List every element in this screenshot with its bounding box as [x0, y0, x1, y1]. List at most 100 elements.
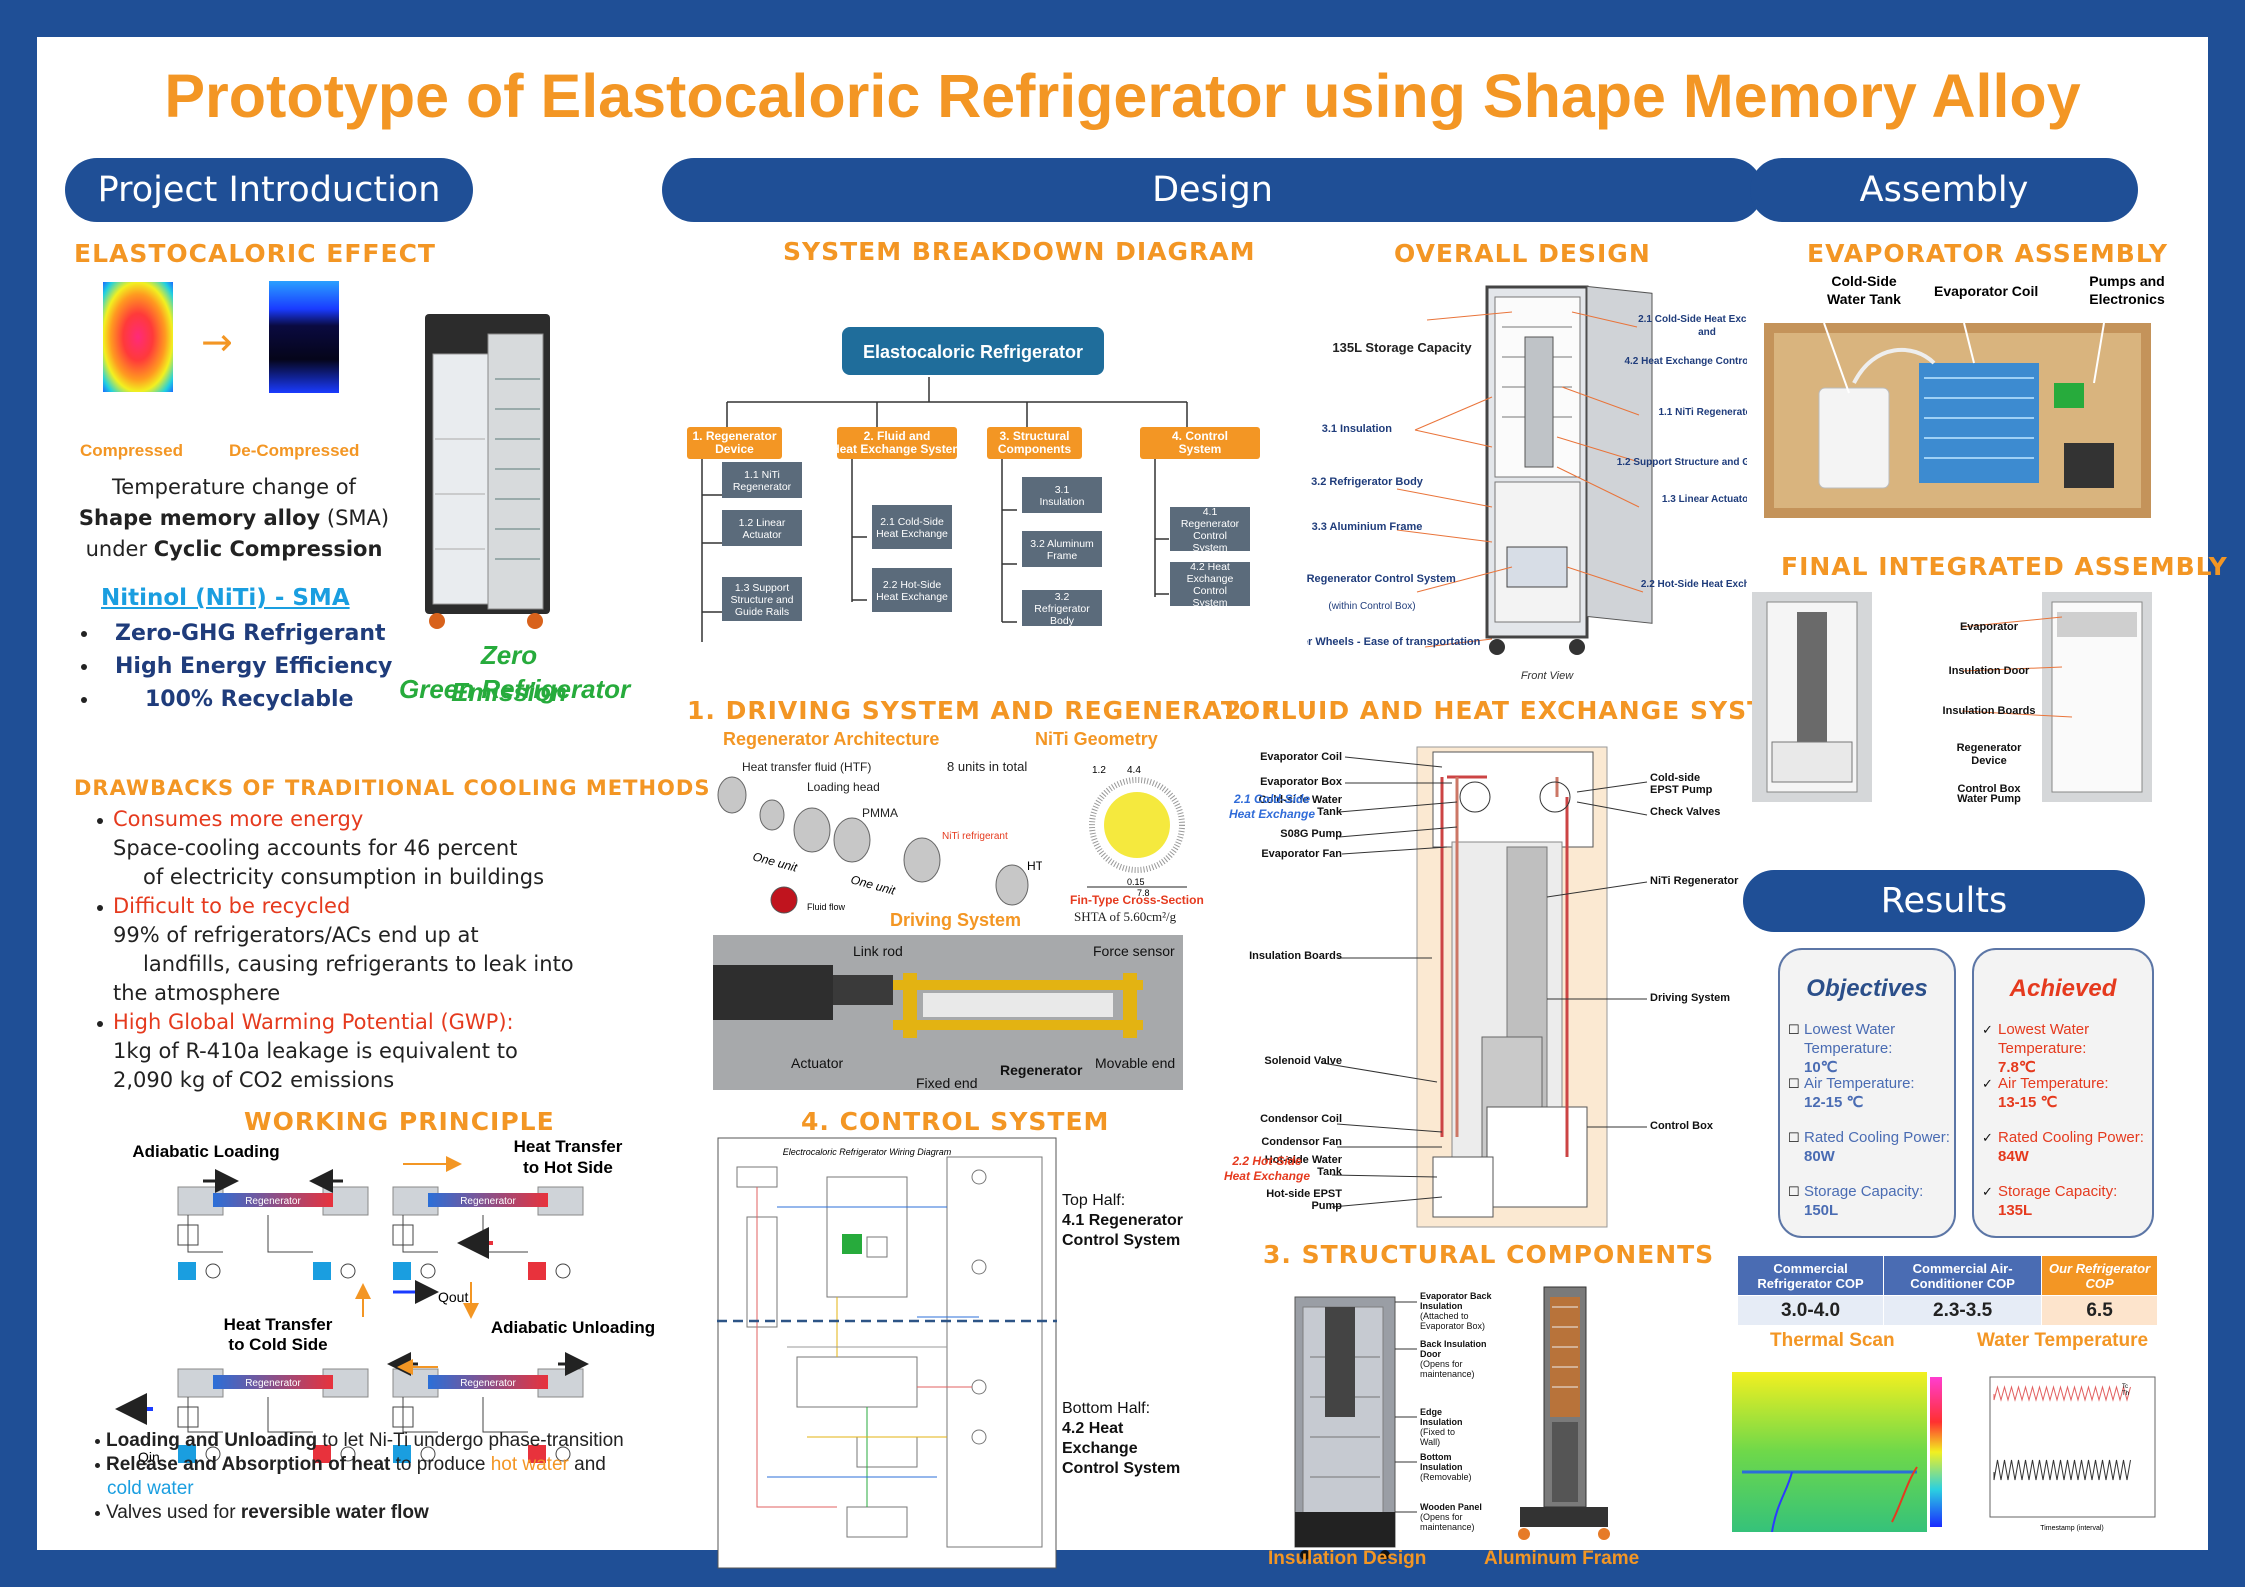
svg-text:Heat transfer fluid (HTF): Heat transfer fluid (HTF)	[742, 760, 871, 774]
svg-text:2. Fluid and: 2. Fluid and	[864, 429, 931, 443]
svg-text:Insulation: Insulation	[1420, 1462, 1463, 1472]
svg-text:Regenerator: Regenerator	[733, 481, 792, 493]
right-arrow-icon: →	[201, 320, 233, 364]
svg-text:Regenerator: Regenerator	[1000, 1062, 1083, 1078]
svg-text:1.1 NiTi: 1.1 NiTi	[744, 469, 780, 481]
result-item: ☐Rated Cooling Power:80W	[1788, 1129, 1950, 1165]
svg-text:Adiabatic Unloading: Adiabatic Unloading	[491, 1318, 655, 1337]
svg-text:NiTi Regenerator: NiTi Regenerator	[1650, 875, 1739, 887]
shta-label: SHTA of 5.60cm²/g	[1074, 909, 1177, 924]
svg-text:1.3 Linear Actuator: 1.3 Linear Actuator	[1662, 494, 1747, 505]
svg-text:Control Box: Control Box	[1650, 1120, 1714, 1132]
svg-text:Qout: Qout	[438, 1289, 468, 1305]
bottom-half-caption: Bottom Half: 4.2 Heat Exchange Control S…	[1062, 1400, 1181, 1477]
overall-design-diagram: 135L Storage Capacity 3.1 Insulation 3.2…	[1307, 285, 1747, 682]
temperature-caption: Temperature change of Shape memory alloy…	[74, 472, 394, 565]
fluid-heading: 2. FLUID AND HEAT EXCHANGE SYSTEM	[1224, 696, 1810, 725]
svg-text:Guide Rails: Guide Rails	[735, 606, 789, 618]
svg-text:maintenance): maintenance)	[1420, 1522, 1475, 1532]
working-principle-diagram: Adiabatic Loading Heat Transfer to Hot S…	[115, 1137, 655, 1465]
svg-text:4.1: 4.1	[1203, 506, 1218, 518]
fin-cross-section-label: Fin-Type Cross-Section	[1070, 893, 1204, 907]
svg-text:2.1 Cold-Side: 2.1 Cold-Side	[1233, 792, 1310, 806]
poster-title: Prototype of Elastocaloric Refrigerator …	[164, 62, 2081, 130]
svg-text:3.2 Refrigerator Body: 3.2 Refrigerator Body	[1311, 476, 1424, 488]
svg-text:Regenerator: Regenerator	[460, 1196, 516, 1207]
svg-text:Elastocaloric Refrigerator: Elastocaloric Refrigerator	[863, 342, 1083, 362]
thermal-scan-image	[1732, 1372, 1942, 1532]
breakdown-category-4	[1140, 427, 1260, 459]
svg-text:Check Valves: Check Valves	[1650, 806, 1720, 818]
top-half-caption: Top Half: 4.1 Regenerator Control System	[1062, 1192, 1183, 1249]
svg-text:Structure and: Structure and	[730, 594, 793, 606]
svg-text:Door: Door	[1420, 1349, 1441, 1359]
svg-text:One unit: One unit	[751, 849, 799, 874]
svg-text:Insulation Boards: Insulation Boards	[1249, 950, 1342, 962]
working-principle-bullets: Loading and Unloading to let Ni-Ti under…	[95, 1429, 695, 1525]
driving-system-photo: Link rod Force sensor Actuator Fixed end…	[713, 935, 1183, 1090]
cop-header-fridge: Commercial Refrigerator COP	[1736, 1255, 1885, 1296]
svg-text:Regenerator: Regenerator	[1957, 742, 2023, 754]
regenerator-architecture-figure: Heat transfer fluid (HTF) 8 units in tot…	[717, 759, 1042, 914]
svg-text:3. Structural: 3. Structural	[999, 429, 1069, 443]
breakdown-item	[1170, 507, 1250, 551]
temp-line-3: under Cyclic Compression	[85, 537, 383, 561]
svg-text:PMMA: PMMA	[862, 806, 898, 820]
cop-header-ours: Our Refrigerator COP	[2041, 1255, 2158, 1296]
breakdown-item	[722, 510, 802, 546]
cop-value-fridge: 3.0-4.0	[1736, 1295, 1885, 1326]
section-header-design: Design	[662, 158, 1763, 222]
section-header-results: Results	[1743, 870, 2145, 932]
svg-text:Edge: Edge	[1420, 1407, 1442, 1417]
system-breakdown-diagram: Elastocaloric Refrigerator 1. Regenerato…	[687, 327, 1260, 642]
svg-text:3.2: 3.2	[1055, 591, 1070, 603]
breakdown-heading: SYSTEM BREAKDOWN DIAGRAM	[783, 237, 1256, 266]
svg-text:Actuator: Actuator	[742, 529, 782, 541]
cop-value-ours: 6.5	[2041, 1295, 2158, 1326]
svg-text:(Opens for: (Opens for	[1420, 1359, 1463, 1369]
evaporator-assembly-photo	[1764, 323, 2151, 518]
drawbacks-list: Consumes more energy Space-cooling accou…	[97, 805, 657, 1095]
evaporator-assembly-heading: EVAPORATOR ASSEMBLY	[1807, 239, 2168, 268]
driving-heading: 1. DRIVING SYSTEM AND REGENERATOR	[687, 696, 1282, 725]
result-item: ☐Storage Capacity:150L	[1788, 1183, 1924, 1219]
svg-text:1.2: 1.2	[1092, 765, 1106, 776]
breakdown-item	[722, 462, 802, 498]
svg-text:(Opens for: (Opens for	[1420, 1512, 1463, 1522]
drawback-energy: Consumes more energy	[97, 805, 657, 834]
control-system-heading: 4. CONTROL SYSTEM	[801, 1107, 1110, 1136]
svg-text:2.2 Hot-Side: 2.2 Hot-Side	[1231, 1154, 1302, 1168]
svg-text:Heat Exchange: Heat Exchange	[876, 591, 948, 603]
result-item: ✓Lowest Water Temperature:7.8℃	[1982, 1021, 2090, 1076]
svg-text:Hot-side EPST: Hot-side EPST	[1266, 1188, 1342, 1200]
compressed-label: Compressed	[80, 441, 183, 460]
svg-text:to Hot Side: to Hot Side	[523, 1158, 613, 1177]
svg-text:3.1 Insulation: 3.1 Insulation	[1322, 423, 1393, 435]
svg-text:S08G Pump: S08G Pump	[1280, 828, 1342, 840]
svg-text:Regenerator: Regenerator	[460, 1378, 516, 1389]
svg-text:Fluid flow: Fluid flow	[807, 902, 846, 912]
svg-text:4. Control: 4. Control	[1172, 429, 1228, 443]
svg-text:Cold-side Water: Cold-side Water	[1259, 794, 1343, 806]
poster: Prototype of Elastocaloric Refrigerator …	[37, 37, 2227, 1569]
drawback-recycling: Difficult to be recycled	[97, 892, 657, 921]
breakdown-category-2	[837, 427, 957, 459]
svg-text:to Cold Side: to Cold Side	[228, 1335, 327, 1354]
svg-text:0.15: 0.15	[1127, 877, 1145, 887]
result-item: ✓Air Temperature:13-15 ℃	[1982, 1075, 2109, 1111]
niti-geometry-label: NiTi Geometry	[1035, 729, 1158, 749]
svg-text:Force sensor: Force sensor	[1093, 943, 1175, 959]
svg-text:Heat Transfer: Heat Transfer	[224, 1315, 333, 1334]
svg-text:Frame: Frame	[1047, 550, 1077, 562]
svg-text:System: System	[1192, 542, 1227, 554]
evap-label-tank: Cold-Side Water Tank	[1827, 273, 1901, 307]
result-item: ☐Lowest Water Temperature:10℃	[1788, 1021, 1896, 1076]
refrigerator-render	[425, 314, 550, 629]
svg-text:Loading head: Loading head	[807, 780, 880, 794]
svg-text:1.2 Support Structure and Guid: 1.2 Support Structure and Guide Rails	[1617, 457, 1747, 468]
svg-text:Device: Device	[1971, 755, 2006, 767]
svg-text:Evaporator Back: Evaporator Back	[1420, 1291, 1493, 1301]
result-item: ☐Air Temperature:12-15 ℃	[1788, 1075, 1915, 1111]
